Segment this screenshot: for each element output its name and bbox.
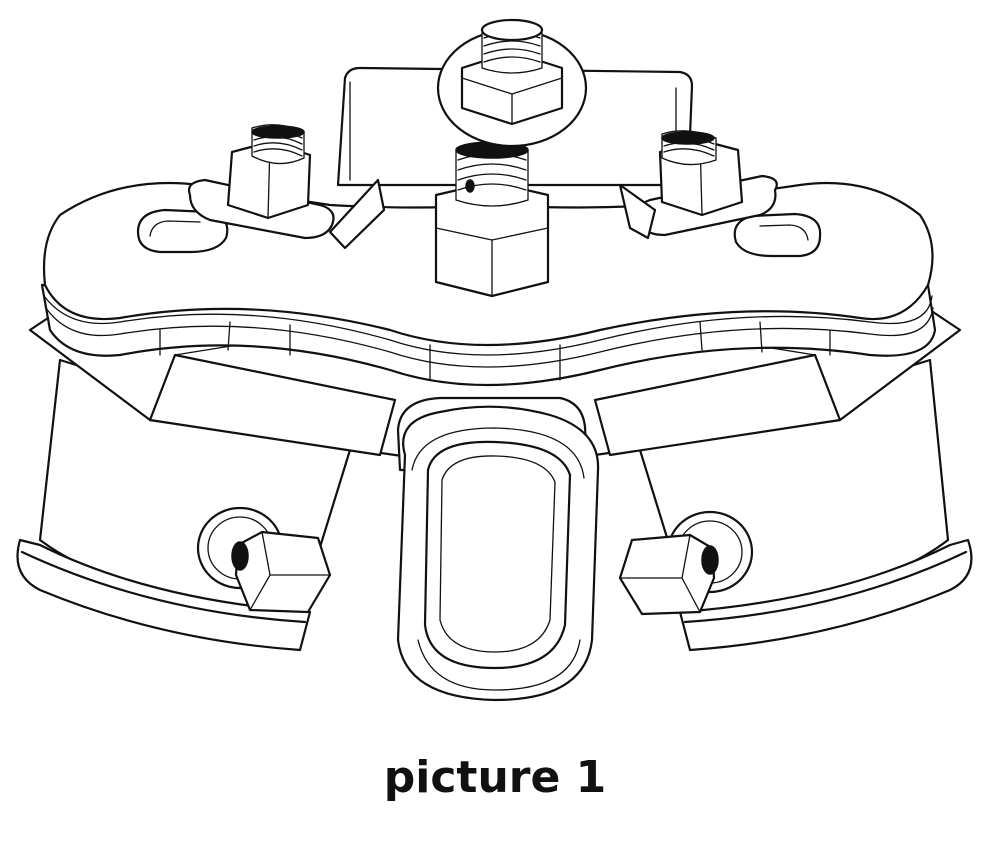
wedge-blocks <box>328 178 657 250</box>
clevis-eye <box>396 396 600 702</box>
left-plate-nut <box>187 124 335 240</box>
right-plate-nut <box>635 130 778 237</box>
left-keeper-nut <box>196 506 332 614</box>
suspension-clamp-drawing <box>16 18 973 702</box>
right-keeper <box>618 358 973 652</box>
left-keeper <box>16 358 352 652</box>
right-keeper-nut <box>618 510 754 616</box>
top-bolt-nut <box>436 18 588 148</box>
center-nut <box>434 141 550 298</box>
figure-caption: picture 1 <box>383 752 607 803</box>
